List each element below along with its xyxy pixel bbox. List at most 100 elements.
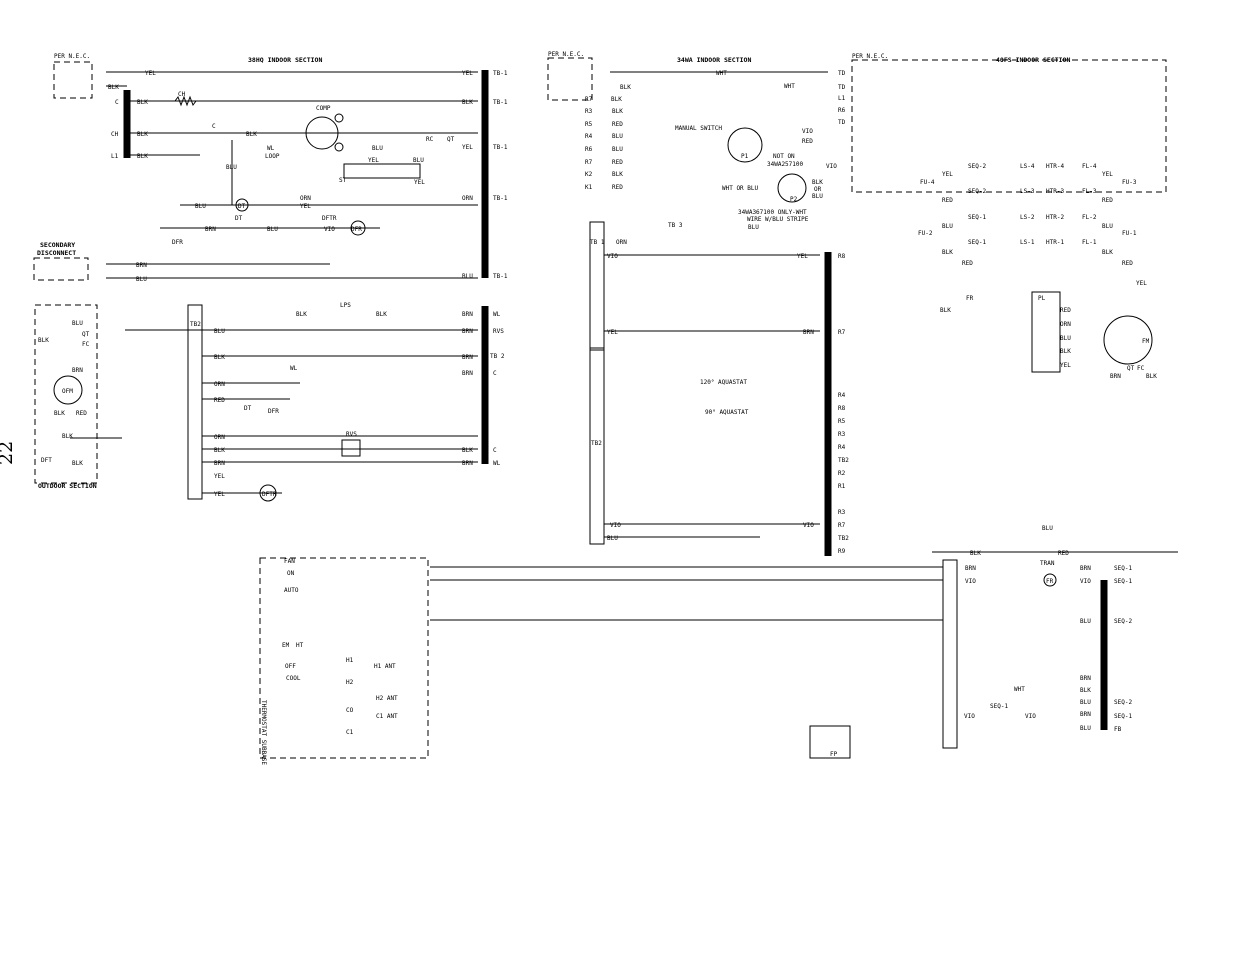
em-label: EM	[282, 642, 290, 649]
tb1-label: TB-1	[493, 70, 508, 77]
seq2-label: SEQ-2	[1114, 699, 1132, 706]
wht-or-blu-label: WHT OR BLU	[722, 185, 759, 192]
wire-label: VIO	[324, 226, 335, 233]
tb2-label: TB2	[591, 440, 602, 447]
fl1-label: FL-1	[1082, 239, 1097, 246]
ls1-label: LS-1	[1020, 239, 1035, 246]
fl3-label: FL-3	[1082, 188, 1097, 195]
wire-label: VIO	[610, 522, 621, 529]
ht-label: HT	[296, 642, 304, 649]
comp-label: COMP	[316, 105, 331, 112]
rvs-label: RVS	[493, 328, 504, 335]
qt-label: QT	[1127, 365, 1135, 372]
wire-label: ORN	[300, 195, 311, 202]
wire-label: VIO	[802, 128, 813, 135]
wire-label: RED	[214, 397, 225, 404]
st-box	[343, 163, 421, 179]
outdoor-section-title: OUTDOOR SECTION	[38, 482, 97, 490]
secondary-disconnect-box	[33, 257, 89, 281]
seq1-label: SEQ-1	[1114, 565, 1132, 572]
r3-label: R3	[585, 108, 593, 115]
section-40fs: PER N.E.C. 40FS INDOOR SECTION FU-4 FU-2…	[430, 53, 1178, 759]
r6-label: R6	[585, 146, 593, 153]
wire-label: BLK	[611, 96, 622, 103]
dt-label: DT	[244, 405, 252, 412]
h2-ant-label: H2 ANT	[376, 695, 398, 702]
outdoor-section-box	[34, 304, 98, 484]
wire-label: BLU	[612, 133, 623, 140]
dt-label: DT	[238, 203, 246, 210]
wire-label: RED	[612, 184, 623, 191]
wire-label: VIO	[607, 253, 618, 260]
fc-label: FC	[82, 341, 90, 348]
not-on-note: 34WA257100	[767, 161, 804, 168]
qt-label: QT	[447, 136, 455, 143]
wire-label: ORN	[616, 239, 627, 246]
wire-label: YEL	[414, 179, 425, 186]
wire-label: RED	[76, 410, 87, 417]
wire-label: BLU	[612, 146, 623, 153]
wire-label: BLK	[376, 311, 387, 318]
wire-label: BRN	[1110, 373, 1121, 380]
wire-label: BLK	[1146, 373, 1157, 380]
fp-box	[809, 725, 851, 759]
tran-label: TRAN	[1040, 560, 1055, 567]
r5-label: R5	[838, 418, 846, 425]
wire-label: ORN	[214, 381, 225, 388]
wire-label: BLU	[214, 328, 225, 335]
seq1-label: SEQ-1	[1114, 713, 1132, 720]
wire-label: BRN	[1080, 711, 1091, 718]
dftr-label: DFTR	[322, 215, 337, 222]
c1-label: C1	[346, 729, 354, 736]
r9-label: R9	[838, 548, 846, 555]
ofm-label: OFM	[62, 388, 73, 395]
wire-label: YEL	[214, 491, 225, 498]
wire-label: BRN	[462, 354, 473, 361]
wire-label: BLK	[137, 153, 148, 160]
pl-plug	[1031, 291, 1061, 373]
wire-label: RED	[1122, 260, 1133, 267]
r3-label: R3	[838, 431, 846, 438]
wire-label: BLU	[136, 276, 147, 283]
k1-label: K1	[585, 184, 593, 191]
tb1-label: TB-1	[493, 99, 508, 106]
thermostat-box	[259, 557, 429, 759]
h2-label: H2	[346, 679, 354, 686]
wire-label: RED	[1058, 550, 1069, 557]
c1-ant-label: C1 ANT	[376, 713, 398, 720]
wire-label: YEL	[462, 70, 473, 77]
wire-label: YEL	[1102, 171, 1113, 178]
wire-label: BRN	[1080, 565, 1091, 572]
thermostat-subbase-label: THERMOSTAT SUBBASE	[260, 700, 267, 765]
wire-label: BLK	[620, 84, 631, 91]
wire-label: BLU	[195, 203, 206, 210]
wire-label: BLK	[137, 131, 148, 138]
r7-label: R7	[585, 159, 593, 166]
qt-label: QT	[82, 331, 90, 338]
blk-or-blu-label: BLU	[812, 193, 823, 200]
tb2-label: TB2	[838, 535, 849, 542]
wire-label: ORN	[462, 195, 473, 202]
wire-label: BLK	[214, 447, 225, 454]
wire-label: YEL	[300, 203, 311, 210]
tb1-label: TB-1	[493, 195, 508, 202]
seq1-label: SEQ-1	[990, 703, 1008, 710]
wire-label: BLU	[1042, 525, 1053, 532]
wl-loop-label: LOOP	[265, 153, 280, 160]
tb2-label: TB2	[190, 321, 201, 328]
wl-loop-label: WL	[267, 145, 275, 152]
p2-label: P2	[790, 196, 798, 203]
fl4-label: FL-4	[1082, 163, 1097, 170]
wire-label: BLK	[137, 99, 148, 106]
on-label: ON	[287, 570, 295, 577]
wire-label: BLK	[38, 337, 49, 344]
r4-label: R4	[585, 133, 593, 140]
section-34wa: PER N.E.C. 34WA INDOOR SECTION WHT TD BL…	[547, 51, 849, 556]
h1-label: H1	[346, 657, 354, 664]
dfr-label: DFR	[172, 239, 183, 246]
aquastat-90-label: 90° AQUASTAT	[705, 409, 749, 416]
wire-label: BLK	[62, 433, 73, 440]
note-34wa367100: WIRE W/BLU STRIPE	[747, 216, 809, 223]
wire-label: RED	[942, 197, 953, 204]
